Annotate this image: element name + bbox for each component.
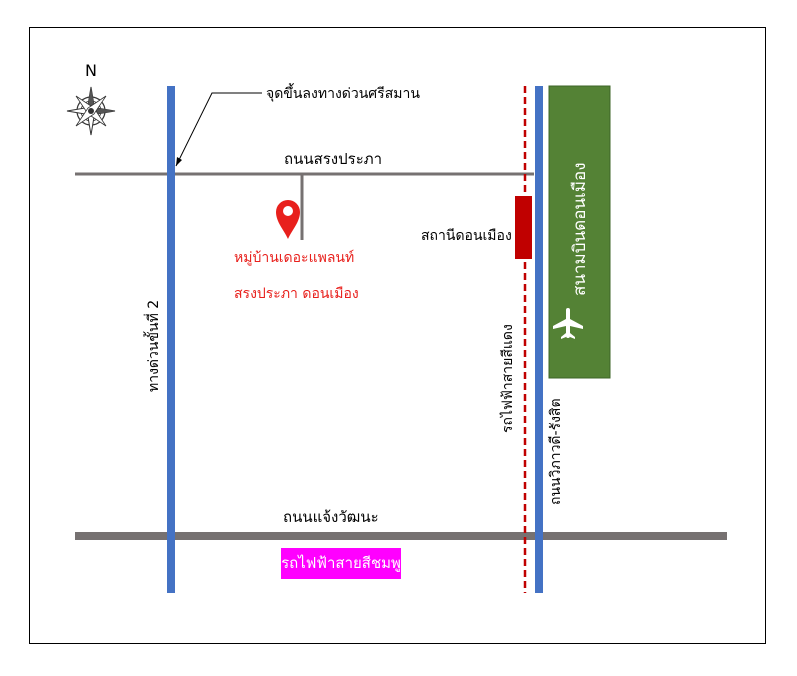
airplane-icon — [553, 308, 583, 339]
village-name-line2: สรงประภา ดอนเมือง — [234, 286, 359, 302]
expressway-2-label: ทางด่วนขั้นที่ 2 — [146, 299, 162, 392]
map-frame — [29, 27, 766, 644]
station-marker — [515, 196, 532, 259]
compass-rose-icon — [66, 86, 116, 136]
airport-label: สนามบินดอนเมือง — [570, 162, 590, 296]
location-pin-icon — [276, 200, 300, 239]
expressway-exit-label: จุดขึ้นลงทางด่วนศรีสมาน — [266, 86, 420, 102]
village-name-line1: หมู่บ้านเดอะแพลนท์ — [234, 250, 355, 266]
compass-north-label: N — [85, 61, 97, 80]
airport-area — [548, 85, 611, 379]
road-chaengwattana-label: ถนนแจ้งวัฒนะ — [283, 508, 379, 526]
road-vibhavadi-label: ถนนวิภาวดี-รังสิต — [548, 398, 564, 505]
road-songprapa-label: ถนนสรงประภา — [284, 150, 383, 168]
pink-line-label: รถไฟฟ้าสายสีชมพู — [281, 548, 401, 579]
station-label: สถานีดอนเมือง — [421, 228, 512, 244]
red-line-label: รถไฟฟ้าสายสีแดง — [500, 324, 516, 433]
expressway-exit-callout — [175, 92, 262, 167]
